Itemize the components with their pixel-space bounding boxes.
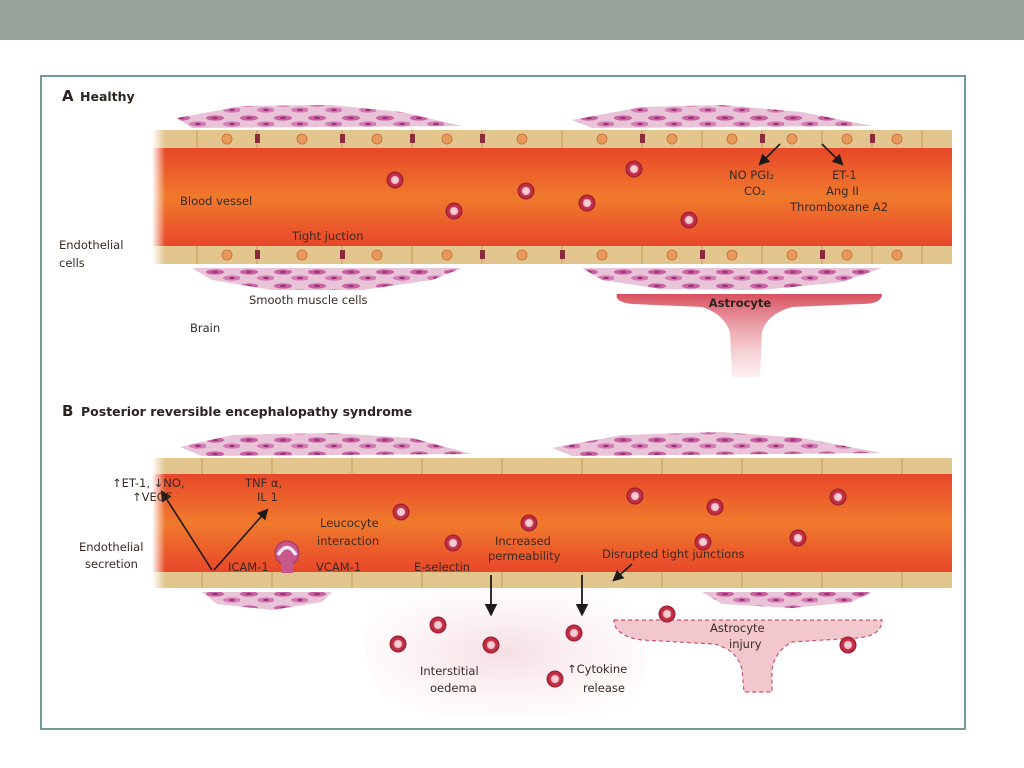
astrocyte-a [616,294,882,377]
pres-diagram: A Healthy Astrocyte [59,87,952,714]
permeability-label-line1: Increased [495,534,551,548]
tnf-label-line2: IL 1 [257,490,278,504]
secretion-label-line1: ↑ET-1, ↓NO, [112,476,185,490]
panel-b-letter: B [62,402,73,420]
arrow-endothelial-secretion [160,490,213,571]
arrow-tnf [213,508,269,571]
leucocyte-label-line2: interaction [317,534,379,548]
icam-label: ICAM-1 [228,560,269,574]
permeability-label-line2: permeability [488,549,561,563]
vasoconstrictors-label-line3: Thromboxane A2 [789,200,888,214]
brain-label: Brain [190,321,220,335]
panel-a-title: Healthy [80,89,135,104]
vcam-label: VCAM-1 [316,560,361,574]
arrow-vasodilators [758,143,781,166]
smooth-muscle-top-left-b [180,433,472,456]
secretion-label-line2: ↑VEGF [132,490,172,504]
panel-a-letter: A [62,87,74,105]
endothelial-cells-label-line2: cells [59,256,85,270]
smooth-muscle-bottom-left [192,268,462,290]
oedema-label-line1: Interstitial [420,664,479,678]
oedema-label-line2: oedema [430,681,477,695]
vasoconstrictors-label-line1: ET-1 [832,168,857,182]
endothelial-cells-label-line1: Endothelial [59,238,123,252]
smooth-muscle-bottom-right [582,268,882,290]
figure-frame: A Healthy Astrocyte [40,75,966,730]
smooth-muscle-top-left [177,105,462,128]
blood-vessel-a [152,130,952,264]
tnf-label-line1: TNF α, [244,476,282,490]
arrow-disrupted-junctions [612,563,633,582]
vasoconstrictors-label-line2: Ang II [826,184,859,198]
disrupted-junctions-label: Disrupted tight junctions [602,547,744,561]
vasodilators-label-line1: NO PGI₂ [729,168,774,182]
leucocyte-label-line1: Leucocyte [320,516,379,530]
eselectin-label: E-selectin [414,560,470,574]
astrocyte-injury [613,619,883,693]
smooth-muscle-top-right-b [552,432,882,456]
astrocyte-injury-label-line2: injury [729,637,762,651]
smooth-muscle-top-right [572,105,872,128]
cytokine-label-line2: release [583,681,625,695]
header-bar [0,0,1024,40]
blood-vessel-label: Blood vessel [180,194,252,208]
endothelial-cells-a [196,130,923,264]
arrow-vasoconstrictors [821,143,844,166]
blood-cells-b [389,487,857,688]
smooth-muscle-bottom-right-b [702,592,872,608]
endothelial-secretion-label-line2: secretion [85,557,138,571]
endothelial-cells-b [201,458,903,588]
astrocyte-injury-label-line1: Astrocyte [710,621,765,635]
tight-junction-label: Tight juction [291,229,363,243]
blood-cells-a [386,160,698,229]
smooth-muscle-label: Smooth muscle cells [249,293,368,307]
cytokine-label-line1: ↑Cytokine [567,662,627,676]
vasodilators-label-line2: CO₂ [744,184,766,198]
endothelial-secretion-label-line1: Endothelial [79,540,143,554]
panel-b-title: Posterior reversible encephalopathy synd… [81,404,412,419]
astrocyte-label-a: Astrocyte [709,296,772,310]
interstitial-oedema-region [365,592,645,714]
smooth-muscle-bottom-left-b [202,592,332,610]
leucocyte [274,540,300,573]
